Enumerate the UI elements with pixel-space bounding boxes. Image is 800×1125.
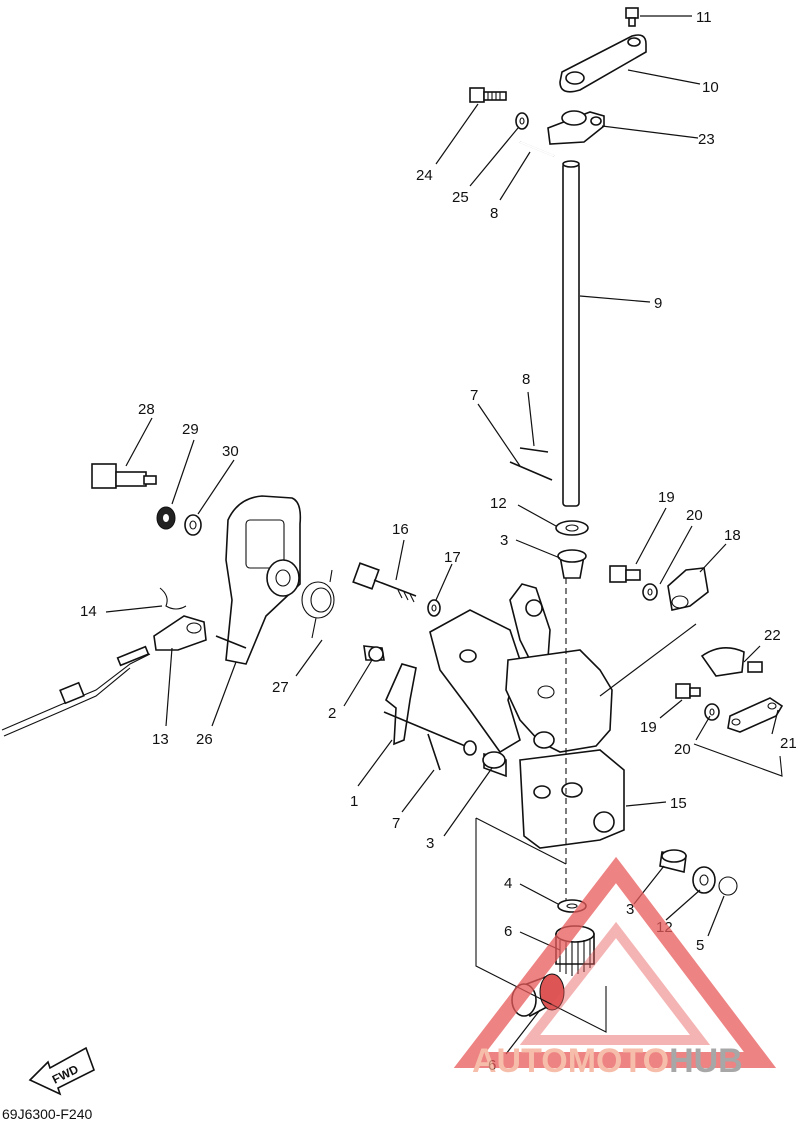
washer-12-top: [555, 520, 589, 536]
callout-18: 18: [724, 527, 741, 544]
bolt-19-bottom: [675, 683, 701, 699]
bolt-28: [91, 463, 157, 489]
callout-3-lower: 3: [626, 901, 634, 918]
callout-9: 9: [654, 295, 662, 312]
washer-30: [184, 514, 202, 536]
bracket-15: [429, 578, 625, 900]
bushing-3-mid: [482, 751, 507, 778]
bushing-2: [363, 645, 385, 662]
callout-11: 11: [696, 9, 712, 26]
callout-3-mid: 3: [426, 835, 434, 852]
diagram-code: 69J6300-F240: [2, 1106, 93, 1122]
callout-27: 27: [272, 679, 289, 696]
grease-nipple-11: [625, 7, 639, 27]
callout-13: 13: [152, 731, 169, 748]
callout-8-top: 8: [490, 205, 498, 222]
callout-10: 10: [702, 79, 719, 96]
clip-14: [159, 587, 187, 610]
callout-14: 14: [80, 603, 97, 620]
fwd-arrow-icon: FWD: [28, 1046, 95, 1096]
callout-3-top: 3: [500, 532, 508, 549]
callout-2: 2: [328, 705, 336, 722]
shift-rod-9: [562, 160, 580, 507]
circlip-5: [718, 876, 738, 896]
callout-16: 16: [392, 521, 409, 538]
cable-holder-18: [667, 567, 709, 611]
washer-12-lower: [692, 866, 716, 894]
callout-7-lower: 7: [392, 815, 400, 832]
washer-20-bottom: [704, 703, 720, 721]
callout-25: 25: [452, 189, 469, 206]
callout-8-mid: 8: [522, 371, 530, 388]
cable-joint-13: [153, 615, 207, 651]
washer-20-top: [642, 583, 658, 601]
pin-7-lower: [427, 733, 441, 771]
bushing-3-lower: [659, 849, 687, 873]
shift-rod-lever-10: [559, 34, 647, 93]
svg-text:AUTOMOTOHUB: AUTOMOTOHUB: [472, 1042, 743, 1080]
callout-12-top: 12: [490, 495, 507, 512]
callout-24: 24: [416, 167, 433, 184]
callout-labels: 11 10 23 24 25 8 9 8 7 12 3 19 20 18 28 …: [80, 9, 797, 1074]
callout-19-top: 19: [658, 489, 675, 506]
washer-25: [515, 112, 529, 130]
callout-26: 26: [196, 731, 213, 748]
callout-15: 15: [670, 795, 687, 812]
callout-6-upper: 6: [504, 923, 512, 940]
bolt-19-top: [609, 565, 641, 583]
callout-22: 22: [764, 627, 781, 644]
washer-17: [427, 599, 441, 617]
pins-7-8-middle: [509, 447, 553, 481]
leader-lines: [105, 15, 783, 1055]
assembly-outline: [475, 817, 607, 1033]
bolt-16: [352, 562, 417, 603]
washer-29: [156, 506, 176, 530]
bolt-24: [469, 87, 507, 103]
pin-8-top: [519, 141, 555, 157]
callout-20-bottom: 20: [674, 741, 691, 758]
callout-20-top: 20: [686, 507, 703, 524]
callout-7-mid: 7: [470, 387, 478, 404]
callout-1: 1: [350, 793, 358, 810]
shift-lever-26: [215, 495, 302, 665]
watermark-brand-b: HUB: [669, 1042, 743, 1080]
callout-5: 5: [696, 937, 704, 954]
callout-17: 17: [444, 549, 461, 566]
shift-cable: [1, 645, 151, 737]
callout-21: 21: [780, 735, 797, 752]
callout-28: 28: [138, 401, 155, 418]
cable-clamp-22: [700, 647, 763, 677]
callout-23: 23: [698, 131, 715, 148]
spring-27: [301, 569, 335, 639]
automotohub-watermark: AUTOMOTOHUB: [453, 856, 777, 1080]
callout-4: 4: [504, 875, 512, 892]
watermark-brand-a: AUTOMOTO: [472, 1042, 669, 1080]
callout-30: 30: [222, 443, 239, 460]
bushing-3-top: [557, 549, 587, 579]
callout-29: 29: [182, 421, 199, 438]
shift-lever-1: [383, 663, 477, 756]
callout-19-bottom: 19: [640, 719, 657, 736]
shift-rod-joint-23: [547, 110, 605, 145]
